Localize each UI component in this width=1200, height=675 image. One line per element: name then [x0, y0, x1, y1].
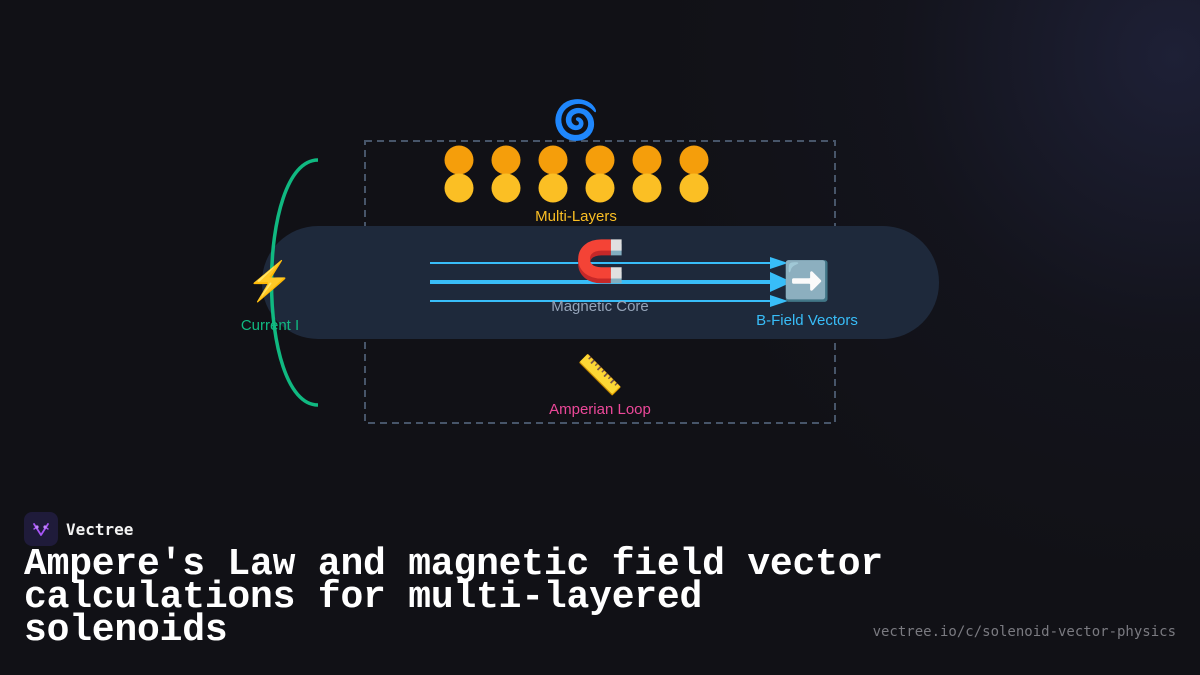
brand: Vectree — [24, 512, 133, 546]
coil-turn — [585, 145, 615, 175]
vectree-logo — [24, 512, 58, 546]
current-label: Current I — [241, 317, 299, 334]
coil-turn — [491, 145, 521, 175]
multi-layers-label: Multi-Layers — [535, 208, 617, 225]
current-arc — [269, 158, 319, 407]
brand-name: Vectree — [66, 519, 134, 539]
coil-turn — [679, 173, 709, 203]
coil-turn — [632, 173, 662, 203]
source-url[interactable]: vectree.io/c/solenoid-vector-physics — [872, 624, 1176, 640]
ruler-icon: 📏 — [576, 353, 623, 397]
spiral-icon: 🌀 — [552, 97, 599, 142]
lightning-icon: ⚡ — [246, 259, 293, 304]
coil-layers — [444, 145, 709, 203]
b-field-label: B-Field Vectors — [756, 312, 858, 329]
field-arrowhead — [770, 295, 788, 307]
coil-turn — [679, 145, 709, 175]
amperian-loop-label: Amperian Loop — [549, 401, 651, 418]
page-title: Ampere's Law and magnetic field vector c… — [24, 543, 883, 652]
field-lines — [430, 257, 792, 307]
coil-turn — [491, 173, 521, 203]
magnet-icon: 🧲 — [575, 238, 625, 284]
coil-turn — [538, 173, 568, 203]
coil-turn — [585, 173, 615, 203]
coil-turn — [444, 173, 474, 203]
coil-turn — [538, 145, 568, 175]
coil-turn — [444, 145, 474, 175]
right-arrow-icon: ➡️ — [783, 259, 830, 303]
field-arrowhead — [770, 272, 792, 292]
magnetic-core-label: Magnetic Core — [551, 298, 649, 315]
logo-icon — [33, 523, 49, 536]
coil-turn — [632, 145, 662, 175]
field-arrowhead — [770, 257, 788, 269]
